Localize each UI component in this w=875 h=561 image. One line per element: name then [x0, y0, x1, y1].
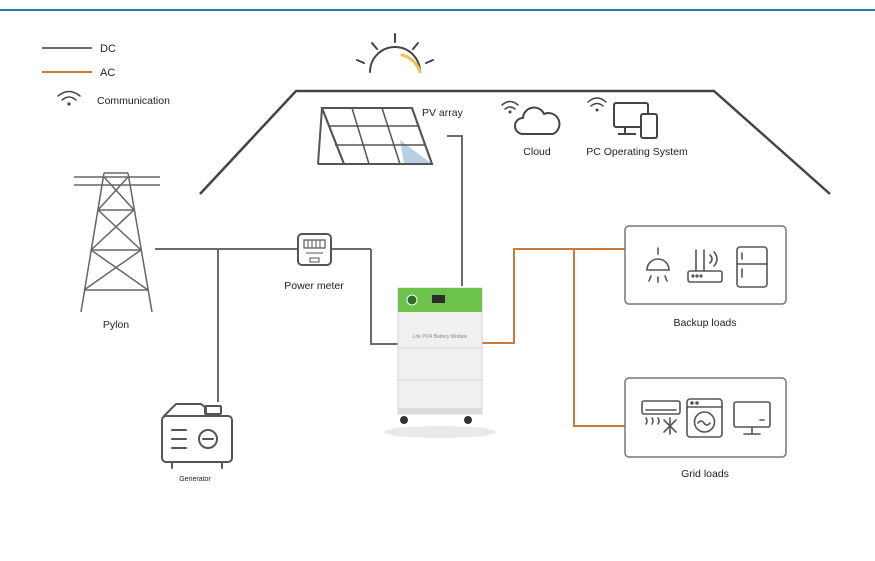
legend: DC AC Communication: [42, 43, 170, 107]
generator-icon: [161, 403, 233, 469]
house-roof: [199, 89, 831, 195]
battery-module: Life PO4 Battery Module: [384, 287, 496, 438]
backup-loads-label: Backup loads: [673, 317, 736, 329]
air-conditioner-icon: [641, 400, 681, 435]
battery-module-label: Life PO4 Battery Module: [413, 334, 468, 340]
legend-dc-label: DC: [100, 43, 116, 55]
pc-monitor-icon: [613, 102, 658, 139]
cloud-wifi-icon: [501, 100, 519, 114]
generator-label: Generator: [179, 476, 211, 483]
wifi-icon: [57, 90, 81, 106]
washing-machine-icon: [686, 398, 723, 438]
grid-loads-label: Grid loads: [681, 468, 729, 480]
cloud-label: Cloud: [523, 146, 551, 158]
grid-loads-box: [624, 377, 787, 458]
solar-panel-icon: [317, 107, 434, 165]
pv-array-label: PV array: [422, 107, 464, 119]
pc-system-label: PC Operating System: [586, 146, 688, 158]
ac-wiring: [481, 248, 625, 427]
power-meter-icon: [297, 233, 332, 266]
power-meter-label: Power meter: [284, 280, 344, 292]
router-icon: [687, 249, 723, 283]
legend-ac-label: AC: [100, 67, 115, 79]
pylon-icon: [74, 172, 160, 313]
legend-comm-label: Communication: [97, 95, 170, 107]
backup-loads-box: [624, 225, 787, 305]
pc-wifi-icon: [587, 97, 607, 112]
cloud-icon: [514, 106, 561, 135]
sun-icon: [356, 33, 434, 74]
television-icon: [733, 401, 771, 435]
pylon-label: Pylon: [103, 319, 129, 331]
dc-wiring: [155, 135, 463, 402]
refrigerator-icon: [736, 246, 768, 288]
ceiling-lamp-icon: [646, 247, 670, 283]
